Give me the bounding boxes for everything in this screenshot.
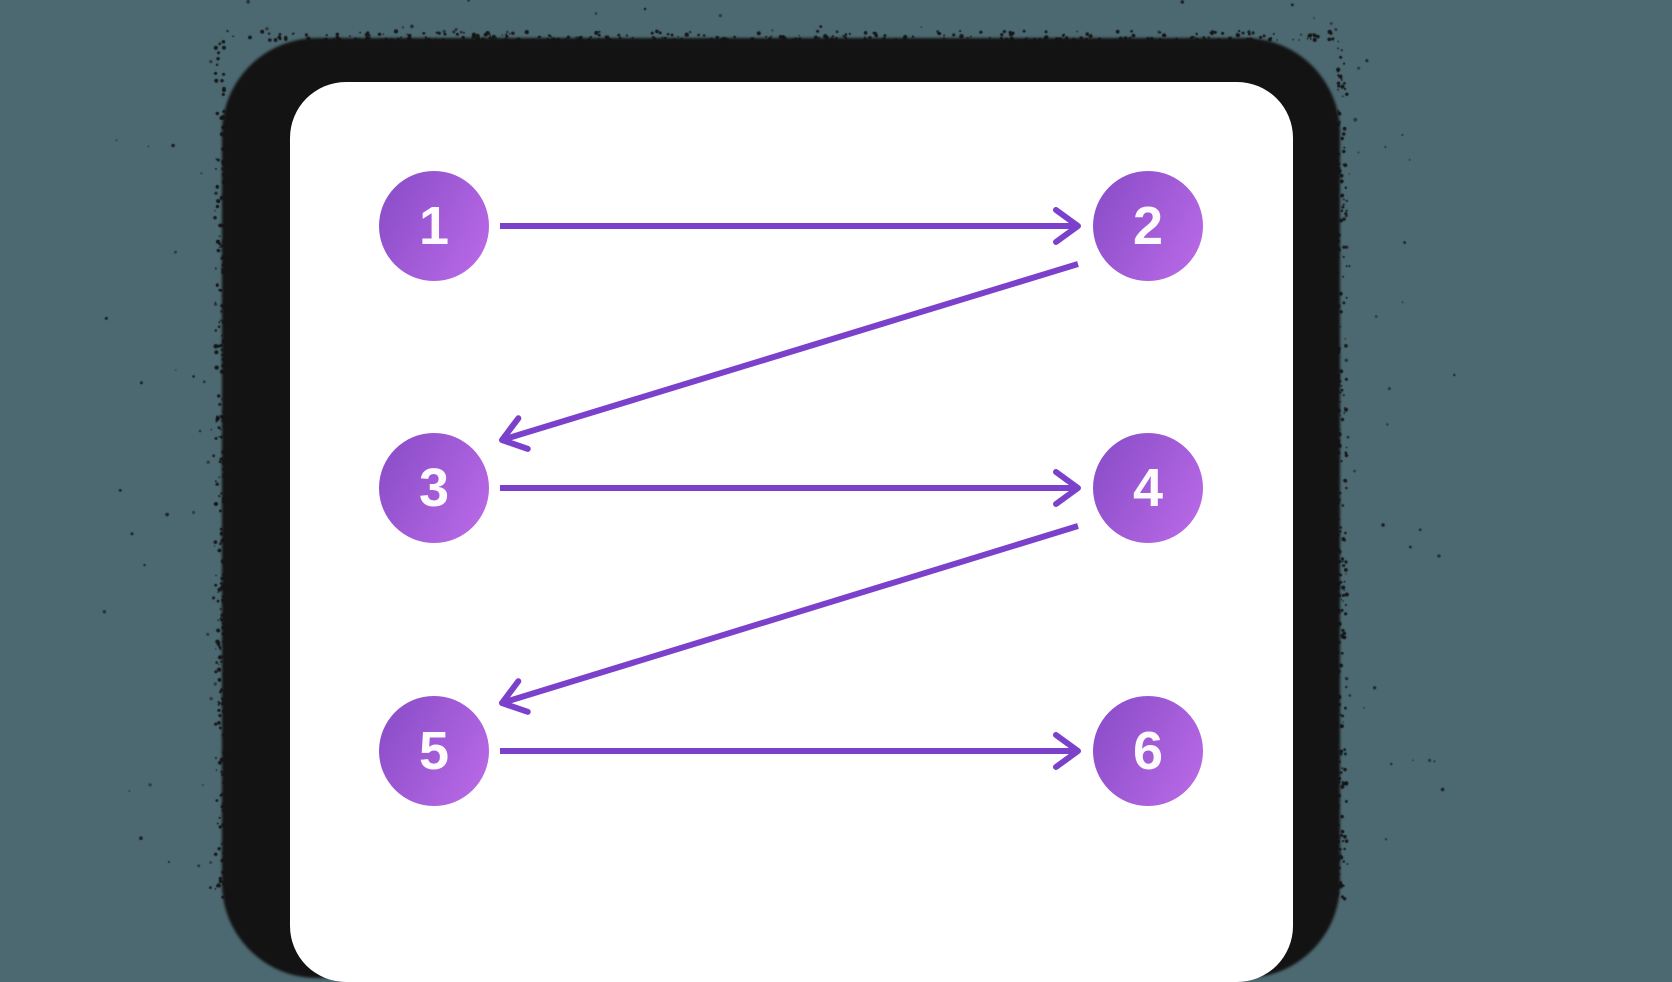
- flow-arrow-4-5: [499, 523, 1079, 715]
- flow-arrows-layer: [499, 207, 1081, 770]
- flow-arrow-2-3: [499, 261, 1079, 452]
